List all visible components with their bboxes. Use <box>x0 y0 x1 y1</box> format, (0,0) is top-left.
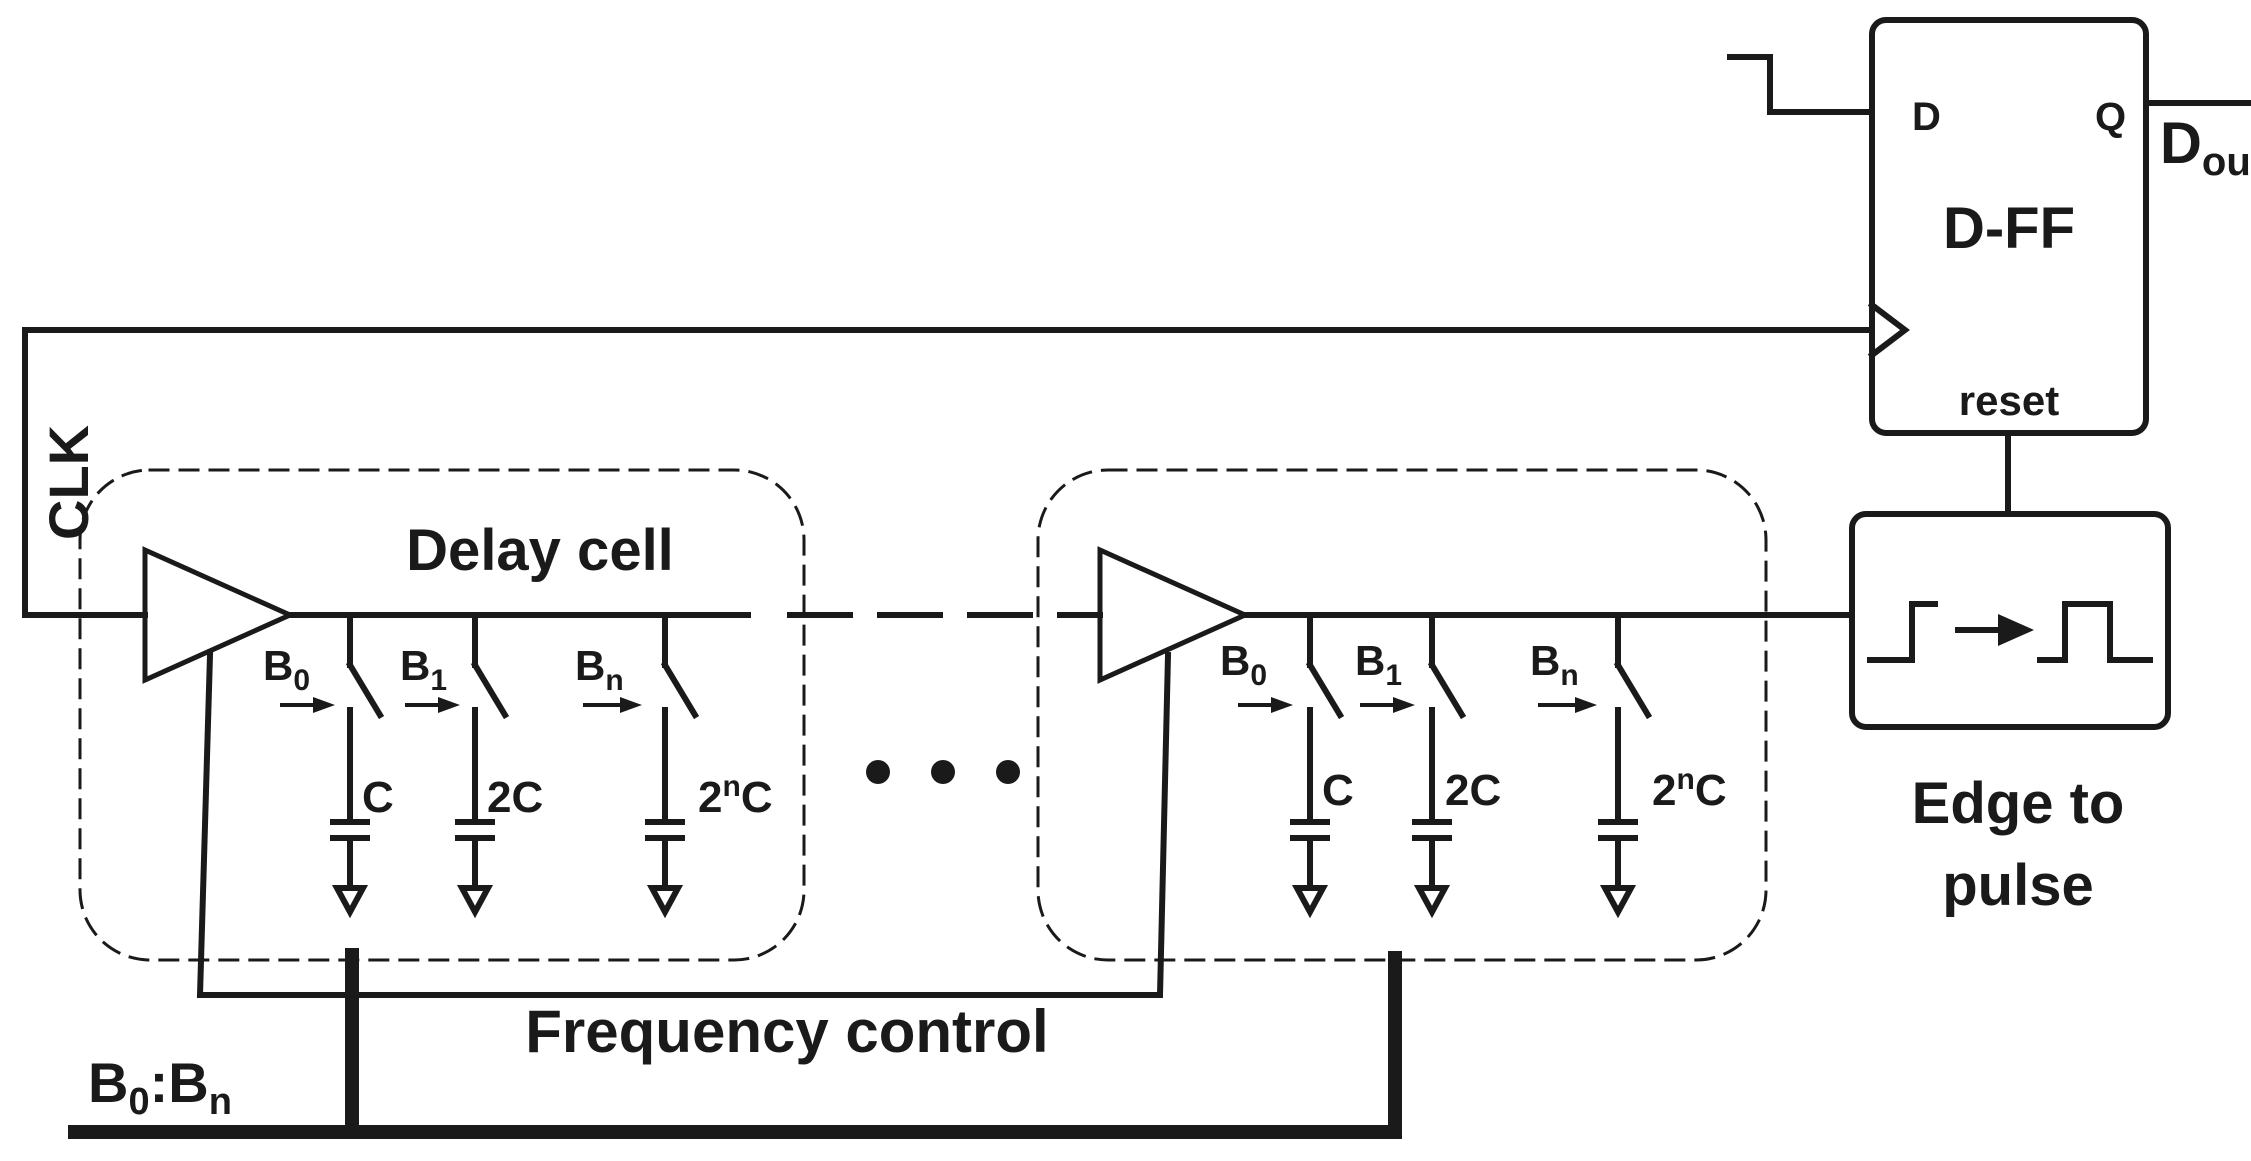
stage1-cap-2c-label: 2C <box>487 773 543 822</box>
dff-title: D-FF <box>1943 196 2075 261</box>
delay-cell-label: Delay cell <box>406 518 674 583</box>
stage1-b1-label: B1 <box>400 642 447 697</box>
stage2-bn-label: Bn <box>1530 637 1579 692</box>
dff-d-input-wire <box>1727 54 1875 115</box>
stage2-branches <box>1290 612 1653 919</box>
stage2-cap-c-label: C <box>1322 766 1354 815</box>
dff-d-label: D <box>1912 95 1941 139</box>
edge-icon <box>1867 601 1938 663</box>
edge-to-pulse-label-line2: pulse <box>1942 853 2094 918</box>
frequency-control-label: Frequency control <box>525 998 1048 1065</box>
delay-cell-boundary-2 <box>1036 468 1768 962</box>
buffer-2 <box>1097 546 1252 684</box>
stage2-cap-2nc-label: 2nC <box>1652 763 1727 815</box>
dff-clock-triangle <box>1867 300 1910 360</box>
stage2-b1-label: B1 <box>1355 637 1402 692</box>
clk-label: CLK <box>37 425 100 540</box>
stage1-b0-label: B0 <box>263 642 310 697</box>
stage2-cap-2c-label: 2C <box>1445 766 1501 815</box>
stage1-bn-label: Bn <box>575 642 624 697</box>
stage1-cap-c-label: C <box>362 773 394 822</box>
pulse-icon <box>2037 601 2153 663</box>
stage1-cap-2nc-label: 2nC <box>698 770 773 822</box>
clk-wire <box>22 327 1875 618</box>
dout-label: Dout <box>2160 111 2251 184</box>
buffer-1 <box>142 546 297 684</box>
dff-q-label: Q <box>2095 95 2126 139</box>
delay-cell-boundary-1 <box>78 468 806 962</box>
stage2-b0-label: B0 <box>1220 637 1267 692</box>
frequency-control-wire <box>196 651 1172 998</box>
dff-reset-label: reset <box>1959 377 2059 424</box>
bus-label: B0:Bn <box>88 1051 232 1123</box>
edge-to-pulse-label-line1: Edge to <box>1912 771 2125 836</box>
arrowheads <box>313 614 2034 713</box>
stage1-branches <box>330 612 700 919</box>
edge-to-pulse-arrowhead <box>1998 614 2034 646</box>
ellipsis-dots <box>866 760 1020 784</box>
